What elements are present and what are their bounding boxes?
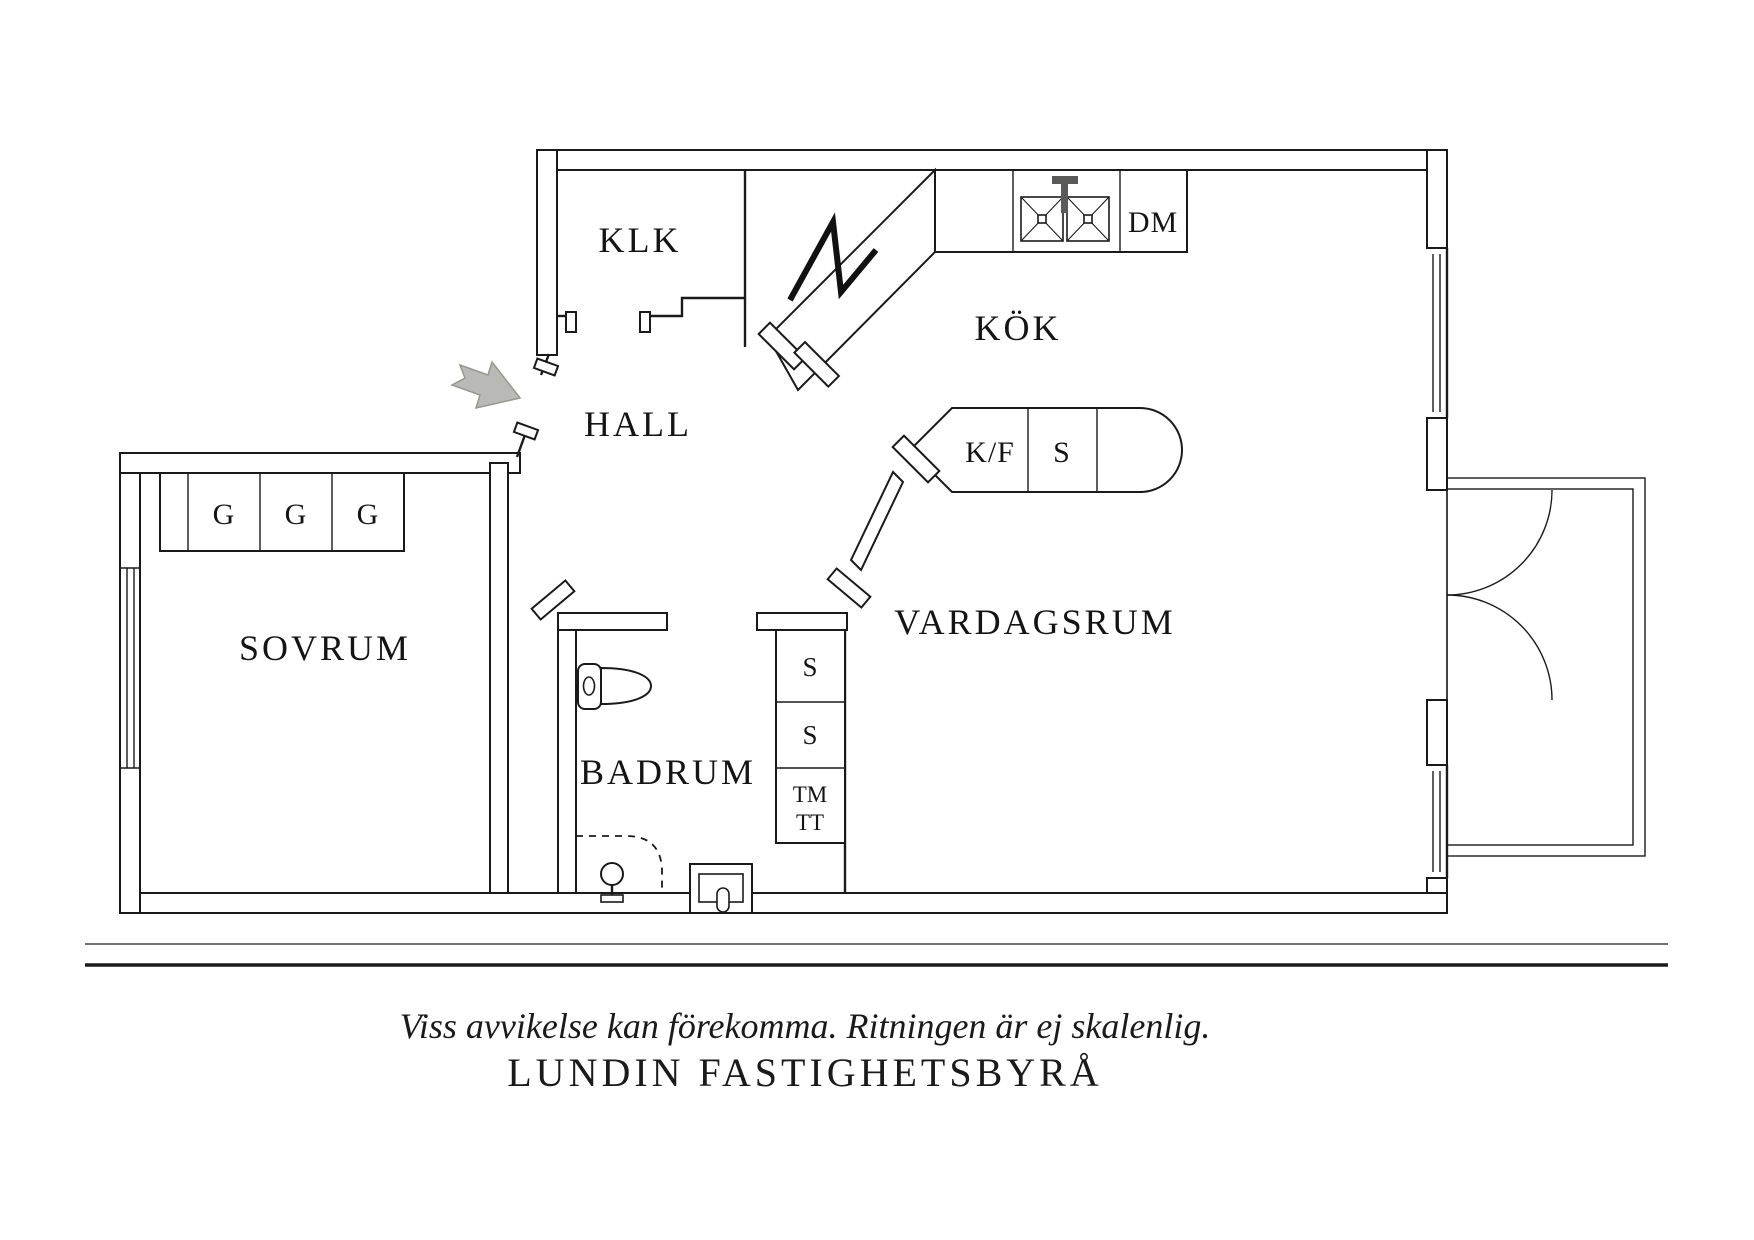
wall-top: [536, 149, 1448, 171]
wardrobes: G G G: [159, 472, 405, 552]
kitchen-sink: [1020, 176, 1110, 242]
wall-badrum-top-left: [557, 612, 668, 631]
klk-room-walls: [557, 170, 747, 347]
sink-tap-icon: [716, 887, 730, 913]
vent-zigzag-symbol: [787, 212, 879, 302]
kitchen-island: K/F S: [891, 407, 1183, 493]
footer-company: LUNDIN FASTIGHETSBYRÅ: [507, 1050, 1102, 1095]
balcony-inner-rail: [1446, 488, 1634, 846]
bathroom-cabinet-column: S S TM TT: [775, 629, 846, 844]
toilet: [577, 663, 653, 710]
wall-badrum-left: [557, 629, 577, 894]
shower-enclosure: [576, 835, 663, 893]
bathroom-sink: [689, 863, 753, 914]
dryer-label: TT: [796, 810, 824, 835]
wall-right-block-3: [1426, 699, 1448, 766]
wardrobe-row: [159, 472, 405, 552]
footer-disclaimer: Viss avvikelse kan förekomma. Ritningen …: [400, 1006, 1211, 1046]
cabinet-column-box: [775, 629, 846, 844]
room-label-vardagsrum: VARDAGSRUM: [894, 602, 1175, 642]
window-right-top: [1427, 247, 1449, 419]
hall-opening-jambs: [792, 340, 905, 609]
wall-wing-top: [119, 452, 521, 474]
wardrobe-label-1: G: [213, 498, 236, 531]
room-label-klk: KLK: [599, 220, 682, 260]
window-left: [120, 567, 140, 769]
entry-door-jamb-bottom: [512, 421, 540, 441]
wall-bottom: [119, 892, 1448, 914]
entry-doorway: [450, 353, 560, 458]
klk-door-jamb-left: [565, 311, 577, 333]
shower-head-icon: [600, 862, 624, 886]
sink-drain-left: [1037, 214, 1047, 224]
island-body: [908, 407, 1183, 493]
wall-left: [119, 452, 141, 914]
room-label-kok: KÖK: [975, 308, 1062, 348]
faucet-icon: [1052, 176, 1078, 184]
fridge-freezer-label: K/F: [965, 436, 1015, 469]
bathroom-cabinet-1-label: S: [802, 652, 817, 682]
entry-door-jamb-top: [532, 357, 560, 377]
counter-end-jamb: [757, 321, 807, 371]
opening-jamb-lower: [826, 567, 872, 609]
wall-right-block-2: [1426, 417, 1448, 491]
sink-drain-right: [1083, 214, 1093, 224]
badrum-door-jamb: [530, 579, 576, 621]
door-swing-arc-bottom: [1446, 594, 1553, 701]
opening-diagonal-stub: [849, 470, 905, 572]
island-end-panel: [891, 434, 941, 484]
footer: Viss avvikelse kan förekomma. Ritningen …: [85, 943, 1668, 1095]
entry-arrow: [450, 360, 522, 410]
klk-door-jamb-right: [639, 311, 651, 333]
french-doors: [1446, 489, 1553, 701]
opening-jamb-upper: [792, 340, 841, 389]
room-label-badrum: BADRUM: [580, 752, 756, 792]
door-swing-arc-top: [1446, 489, 1553, 596]
wall-sovrum-right: [489, 462, 509, 894]
wall-badrum-top-right: [756, 612, 848, 631]
wall-klk-left: [536, 149, 558, 356]
kitchen-counter: DM: [757, 167, 1188, 392]
room-label-sovrum: SOVRUM: [239, 628, 411, 668]
window-right-bottom: [1427, 764, 1449, 879]
bathroom-cabinet-2-label: S: [802, 720, 817, 750]
shower: [576, 835, 663, 903]
stove-label: S: [1053, 436, 1071, 469]
wardrobe-label-3: G: [357, 498, 380, 531]
dishwasher-label: DM: [1128, 206, 1178, 239]
room-label-hall: HALL: [584, 404, 692, 444]
interior-walls: [489, 462, 848, 894]
wall-right-block-1: [1426, 149, 1448, 249]
wardrobe-label-2: G: [285, 498, 308, 531]
balcony: [1446, 477, 1646, 857]
washer-label: TM: [793, 782, 828, 807]
